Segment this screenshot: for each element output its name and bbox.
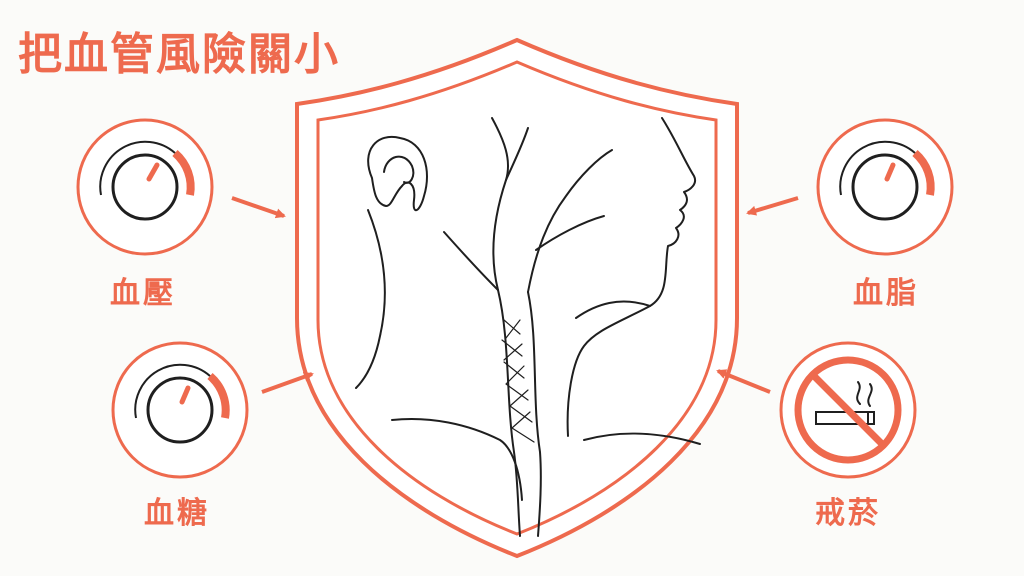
factor-label-blood-lipid: 血脂 [853, 276, 919, 311]
carotid-artery-right-wall [527, 291, 542, 537]
factor-label-quit-smoking: 戒菸 [815, 496, 881, 531]
ear-outline [367, 135, 428, 211]
dial-knob-icon [816, 118, 954, 256]
artery-branch-external [527, 149, 613, 293]
shield-icon [295, 37, 739, 559]
collar-line [583, 432, 701, 445]
arrow-lipid-to-shield [746, 196, 799, 216]
artery-branch-external-2 [535, 215, 605, 251]
arrow-sugar-to-shield [261, 372, 314, 394]
artery-branch-side [443, 231, 499, 291]
carotid-artery-left-wall [497, 289, 521, 537]
jaw-line [575, 300, 651, 319]
factor-label-blood-pressure: 血壓 [110, 276, 176, 311]
head-neck-illustration [355, 117, 701, 537]
artery-branch-internal-2 [505, 127, 529, 181]
page-title: 把血管風險關小 [18, 29, 340, 80]
face-profile [566, 117, 696, 437]
ear-inner [383, 155, 415, 184]
no-smoking-icon [779, 341, 917, 479]
dial-knob-icon [76, 118, 214, 256]
arrow-bp-to-shield [231, 196, 286, 219]
plaque-texture [501, 319, 535, 443]
dial-knob-icon [111, 341, 249, 479]
shoulder-line [391, 417, 523, 501]
neck-back-outline [355, 209, 386, 389]
factor-label-blood-sugar: 血糖 [144, 496, 210, 531]
arrow-smoke-to-shield [716, 369, 771, 394]
